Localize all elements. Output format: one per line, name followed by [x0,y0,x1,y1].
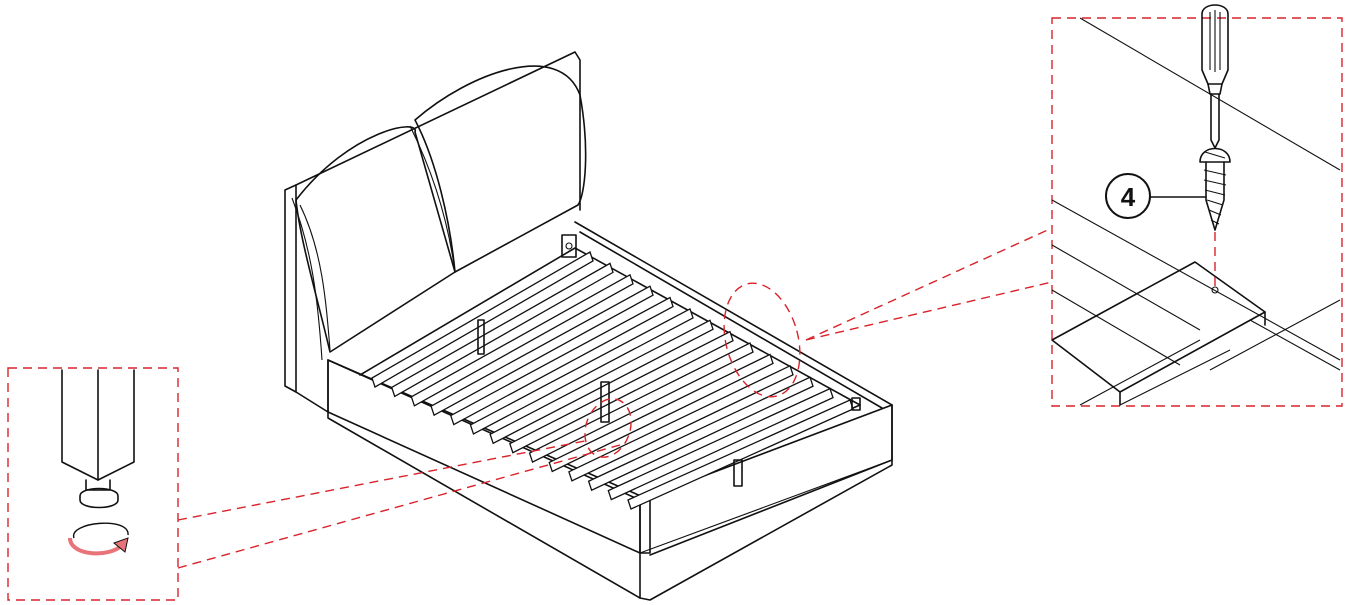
rotate-arrow-icon [68,522,129,556]
bed-slat [469,307,694,435]
screw-icon [1199,147,1231,231]
bed-slat [390,262,614,398]
bed-leg-icon [61,369,135,509]
bed-slat [449,296,674,426]
leg-adjust-detail [7,367,621,601]
slat-group [371,251,854,510]
part-number-label: 4 [1121,182,1136,212]
bed-slat [509,330,734,454]
screw-fix-detail: 4 [805,4,1343,407]
bed-frame [327,221,893,601]
slat-end [1051,261,1266,406]
headboard [284,51,587,413]
bed-slat [548,353,774,473]
screwdriver-icon [1201,4,1229,149]
headboard-bracket [561,234,577,258]
bed-slat [568,364,794,482]
part-callout: 4 [1105,173,1207,219]
bed-slat [607,387,834,501]
bed-slat [627,399,854,510]
bed-slat [587,376,814,492]
bed-slat [528,342,754,463]
bed-illustration [284,51,893,601]
leg-detail-marker [584,398,632,458]
screw-detail-marker [723,282,801,398]
bed-slat [410,273,634,407]
bed-slat [430,285,654,417]
